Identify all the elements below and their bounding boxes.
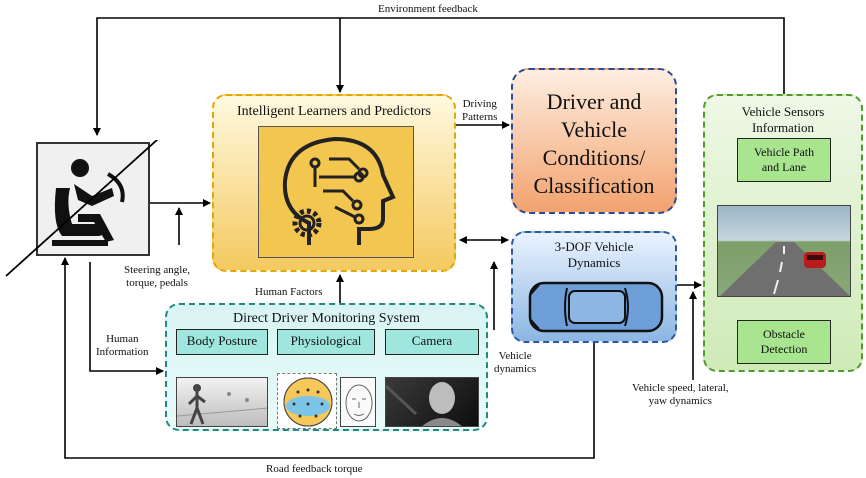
diagonal-slash (5, 140, 159, 277)
camera-box: Camera (385, 329, 479, 355)
human-information-label: Human Information (96, 333, 149, 358)
obstacle-detection-box: Obstacle Detection (737, 320, 831, 364)
car-top-view-icon (528, 281, 664, 333)
physiological-box: Physiological (277, 329, 375, 355)
dynamics-title: 3-DOF Vehicle Dynamics (554, 239, 634, 270)
steering-label: Steering angle, torque, pedals (124, 264, 190, 289)
gear-icon (292, 208, 322, 238)
environment-feedback-arrow (93, 17, 785, 136)
sensors-title: Vehicle Sensors Information (741, 104, 825, 135)
classification-title: Driver and Vehicle Conditions/ Classific… (533, 89, 655, 198)
vehicle-dynamics-label: Vehicle dynamics (494, 350, 537, 375)
camera-image (385, 377, 479, 427)
eeg-headmap-image (277, 373, 337, 429)
human-information-arrow (89, 262, 164, 375)
vehicle-path-box: Vehicle Path and Lane (737, 138, 831, 182)
driver-seat-icon (52, 159, 125, 246)
environment-feedback-label: Environment feedback (378, 3, 478, 15)
road-scene-image (717, 205, 851, 297)
vehicle-speed-label: Vehicle speed, lateral, yaw dynamics (632, 382, 729, 407)
human-factors-label: Human Factors (255, 286, 323, 298)
road-feedback-arrow (61, 257, 595, 459)
face-sketch-image (340, 377, 376, 427)
road-feedback-label: Road feedback torque (266, 463, 363, 475)
body-posture-image (176, 377, 268, 427)
learners-box: Intelligent Learners and Predictors (212, 94, 456, 272)
body-posture-box: Body Posture (176, 329, 268, 355)
dynamics-box: 3-DOF Vehicle Dynamics (511, 231, 677, 343)
monitoring-title: Direct Driver Monitoring System (232, 311, 421, 326)
driving-patterns-label: Driving Patterns (462, 98, 498, 123)
learners-title: Intelligent Learners and Predictors (237, 104, 431, 119)
ai-brain-head-icon (258, 126, 414, 258)
driver-icon-box (36, 142, 150, 256)
classification-box: Driver and Vehicle Conditions/ Classific… (511, 68, 677, 214)
